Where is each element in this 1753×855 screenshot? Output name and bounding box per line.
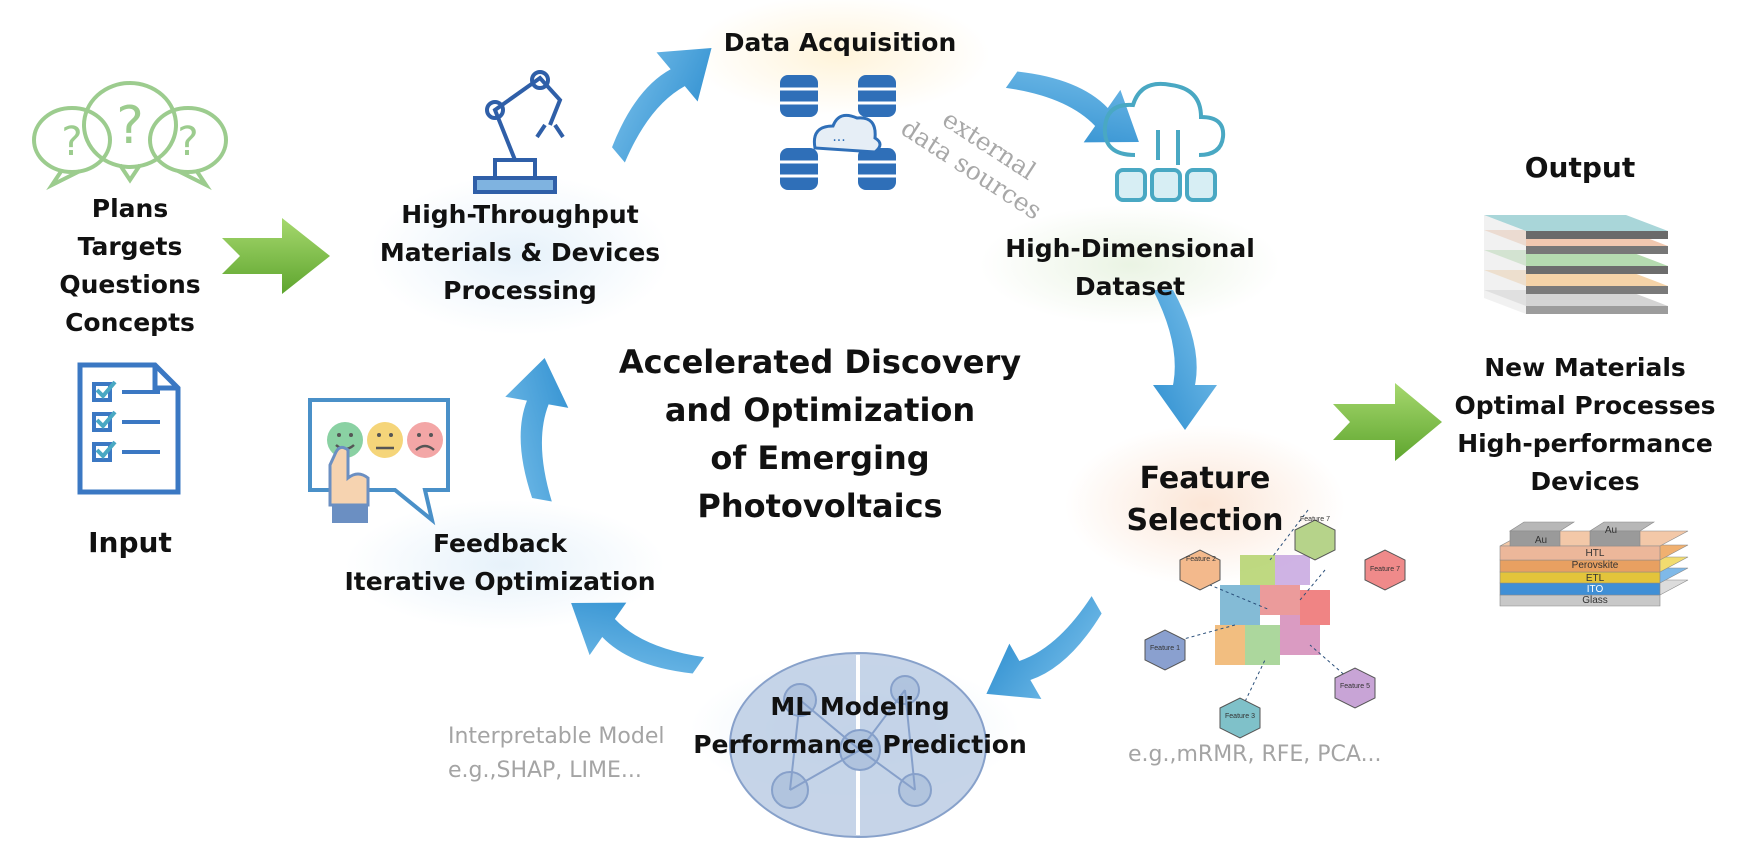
feature-selection-line: Selection <box>1126 503 1284 538</box>
output-item: High-performance <box>1457 429 1713 458</box>
feature-selection-label: Feature Selection <box>1105 458 1305 542</box>
cycle-arrow-1 <box>612 48 712 163</box>
cycle-arrow-3 <box>1153 290 1217 430</box>
output-item: Optimal Processes <box>1454 391 1716 420</box>
cycle-arrow-4 <box>986 596 1102 700</box>
center-title: Accelerated Discovery and Optimization o… <box>590 338 1050 530</box>
high-throughput-label: High-Throughput Materials & Devices Proc… <box>370 196 670 310</box>
input-item: Concepts <box>65 308 195 337</box>
feedback-emoji-icon <box>308 398 450 526</box>
high-throughput-line: High-Throughput <box>401 200 639 229</box>
glow-high-throughput <box>370 175 670 335</box>
layer-label: HTL <box>1585 548 1605 559</box>
database-cloud-icon: ... <box>780 75 896 190</box>
output-items: New Materials Optimal Processes High-per… <box>1440 349 1730 501</box>
interpretable-model: Interpretable Model e.g.,SHAP, LIME... <box>448 720 698 788</box>
feature-methods: e.g.,mRMR, RFE, PCA... <box>1128 742 1382 767</box>
feedback-line: Iterative Optimization <box>344 567 656 596</box>
input-item: Questions <box>59 270 201 299</box>
output-item: New Materials <box>1484 353 1686 382</box>
feature-tag: Feature 3 <box>1225 713 1255 720</box>
feedback-label: Feedback Iterative Optimization <box>340 525 660 601</box>
brain-network-icon <box>729 652 987 838</box>
cloud-database-icon <box>1102 82 1226 202</box>
ml-line: ML Modeling <box>770 692 950 721</box>
glow-high-dim <box>980 205 1280 325</box>
high-dim-line: Dataset <box>1074 272 1186 301</box>
ml-modeling-label: ML Modeling Performance Prediction <box>680 688 1040 764</box>
high-throughput-line: Processing <box>443 276 597 305</box>
q-mark-center: ? <box>116 96 144 156</box>
q-mark-left: ? <box>61 119 82 165</box>
high-dim-label: High-Dimensional Dataset <box>990 230 1270 306</box>
center-title-line: and Optimization <box>664 391 976 429</box>
data-acquisition-label: Data Acquisition <box>723 28 957 57</box>
high-throughput-line: Materials & Devices <box>379 238 661 267</box>
layer-label: Perovskite <box>1571 560 1619 571</box>
robot-arm-icon <box>473 70 565 194</box>
feature-selection-line: Feature <box>1139 461 1271 496</box>
q-mark-right: ? <box>177 119 198 165</box>
feature-tag: Feature 5 <box>1340 683 1370 690</box>
glow-data-acquisition <box>690 0 990 115</box>
ml-line: Performance Prediction <box>693 730 1027 759</box>
input-heading: Input <box>88 526 172 559</box>
interpretable-line: Interpretable Model <box>448 724 665 749</box>
layer-label: ETL <box>1585 573 1605 584</box>
feature-tag: Feature 2 <box>1186 556 1216 563</box>
device-stack-icon <box>1499 521 1689 607</box>
feature-tag: Feature 7 <box>1300 516 1330 523</box>
layer-stack-icon <box>1484 215 1668 314</box>
feature-cube-icon <box>1144 509 1406 739</box>
output-arrow <box>1333 383 1442 461</box>
output-heading: Output <box>1524 151 1636 184</box>
feedback-line: Feedback <box>432 529 568 558</box>
high-dim-line: High-Dimensional <box>1005 234 1255 263</box>
layer-label: ITO <box>1586 584 1604 595</box>
question-bubbles-icon <box>32 81 228 191</box>
checklist-icon <box>77 362 181 495</box>
interpretable-line: e.g.,SHAP, LIME... <box>448 758 642 783</box>
layer-label: Au <box>1534 535 1548 546</box>
feature-tag: Feature 7 <box>1370 566 1400 573</box>
layer-label: Glass <box>1582 595 1608 606</box>
input-items: Plans Targets Questions Concepts <box>40 190 220 342</box>
layer-label: Au <box>1604 525 1618 536</box>
center-title-line: of Emerging Photovoltaics <box>697 439 943 525</box>
cycle-arrow-5 <box>571 602 705 674</box>
glow-feedback <box>345 500 665 630</box>
glow-feature-selection <box>1065 425 1345 585</box>
svg-text:...: ... <box>832 129 845 145</box>
input-arrow <box>222 218 330 294</box>
output-item: Devices <box>1530 467 1640 496</box>
feature-tag: Feature 1 <box>1150 645 1180 652</box>
center-title-line: Accelerated Discovery <box>618 343 1022 381</box>
input-item: Plans <box>91 194 169 223</box>
cycle-arrow-6 <box>505 358 569 502</box>
input-item: Targets <box>77 232 183 261</box>
